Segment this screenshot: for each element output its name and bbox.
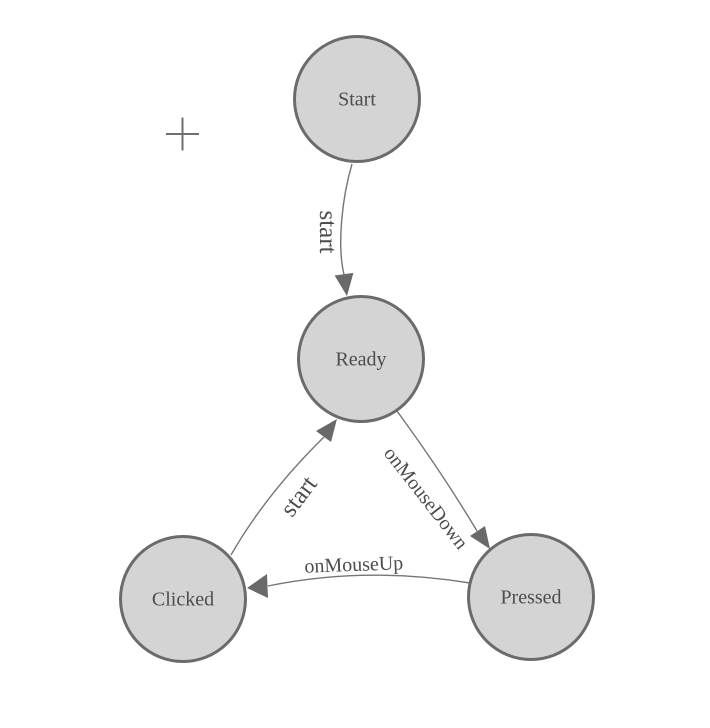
state-circle[interactable] bbox=[293, 35, 421, 163]
edge-line bbox=[267, 574, 471, 587]
state-label: Pressed bbox=[500, 587, 561, 609]
state-label: Ready bbox=[335, 349, 386, 371]
edge-pressed-to-clicked[interactable]: onMouseUp bbox=[247, 552, 471, 598]
node-ready[interactable]: Ready bbox=[297, 295, 425, 423]
arrowhead-icon bbox=[334, 272, 354, 296]
edge-label-start-ready[interactable]: start bbox=[314, 210, 341, 253]
edge-line bbox=[230, 436, 325, 556]
edge-label-ready-pressed[interactable]: onMouseDown bbox=[379, 443, 472, 554]
state-circle[interactable] bbox=[467, 533, 595, 661]
edge-clicked-to-ready[interactable]: start bbox=[230, 419, 337, 556]
state-circle[interactable] bbox=[297, 295, 425, 423]
node-start[interactable]: Start bbox=[293, 35, 421, 163]
edge-label-clicked-ready[interactable]: start bbox=[275, 471, 322, 522]
node-clicked[interactable]: Clicked bbox=[119, 535, 247, 663]
edge-line bbox=[396, 410, 478, 532]
state-label: Start bbox=[338, 89, 376, 111]
node-pressed[interactable]: Pressed bbox=[467, 533, 595, 661]
add-state-crosshair-icon bbox=[166, 117, 199, 151]
state-circle[interactable] bbox=[119, 535, 247, 663]
edge-ready-to-pressed[interactable]: onMouseDown bbox=[379, 410, 490, 554]
arrowhead-icon bbox=[470, 526, 490, 549]
arrowhead-icon bbox=[316, 419, 337, 442]
arrowhead-icon bbox=[247, 574, 268, 598]
edge-line bbox=[340, 163, 353, 275]
edge-label-pressed-clicked[interactable]: onMouseUp bbox=[304, 552, 404, 577]
state-label: Clicked bbox=[152, 589, 214, 611]
edge-start-to-ready[interactable]: start bbox=[314, 163, 354, 296]
